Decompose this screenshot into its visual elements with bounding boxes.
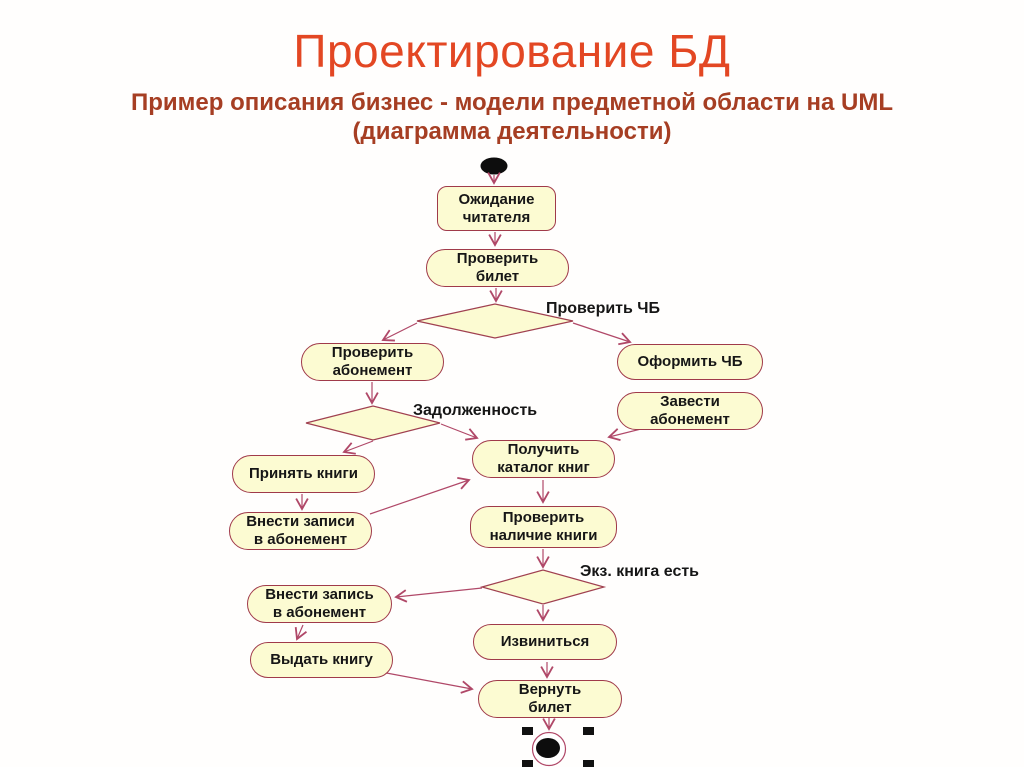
selection-handle [583, 760, 594, 767]
action-zavesti-abonement: Завести абонемент [617, 392, 763, 430]
initial-node [480, 157, 508, 175]
action-proverit-bilet: Проверить билет [426, 249, 569, 287]
selection-handle [583, 727, 594, 735]
action-vnesti-zapisi-v-abonement: Внести записи в абонемент [229, 512, 372, 550]
flow-arrows [294, 172, 642, 731]
flow-arrow [380, 671, 474, 694]
flow-arrow [440, 423, 479, 441]
flow-arrow [294, 624, 308, 641]
flow-arrow [607, 428, 642, 442]
action-prinyat-knigi: Принять книги [232, 455, 375, 493]
flow-arrow [572, 322, 632, 346]
decision-label-proverit-chb: Проверить ЧБ [546, 300, 661, 317]
action-proverit-nalichie-knigi: Проверить наличие книги [470, 506, 617, 548]
decision-ekz-kniga-est [479, 569, 607, 605]
page-title: Проектирование БД [293, 25, 731, 77]
decision-label-ekz-kniga-est: Экз. книга есть [580, 563, 700, 580]
flow-arrow [394, 587, 483, 603]
decision-proverit-chb [416, 303, 574, 339]
decision-label-zadolzhennost: Задолженность [413, 402, 538, 419]
flow-arrow [369, 476, 471, 515]
flow-arrow [342, 440, 374, 455]
selection-handle [522, 727, 533, 735]
action-vernut-bilet: Вернуть билет [478, 680, 622, 718]
action-proverit-abonement: Проверить абонемент [301, 343, 444, 381]
decision-zadolzhennost [305, 405, 441, 441]
final-node-dot [536, 738, 560, 758]
action-izvinitsya: Извиниться [473, 624, 617, 660]
action-vnesti-zapis-v-abonement: Внести запись в абонемент [247, 585, 392, 623]
page-subtitle: Пример описания бизнес - модели предметн… [130, 89, 893, 145]
final-node [522, 727, 594, 767]
action-poluchit-katalog-knig: Получить каталог книг [472, 440, 615, 478]
action-vydat-knigu: Выдать книгу [250, 642, 393, 678]
flow-arrow [381, 322, 418, 342]
selection-handle [522, 760, 533, 767]
state-ozhidanie-chitatelya: Ожидание читателя [437, 186, 556, 231]
decision-diamonds [305, 303, 607, 605]
action-oformit-chb: Оформить ЧБ [617, 344, 763, 380]
